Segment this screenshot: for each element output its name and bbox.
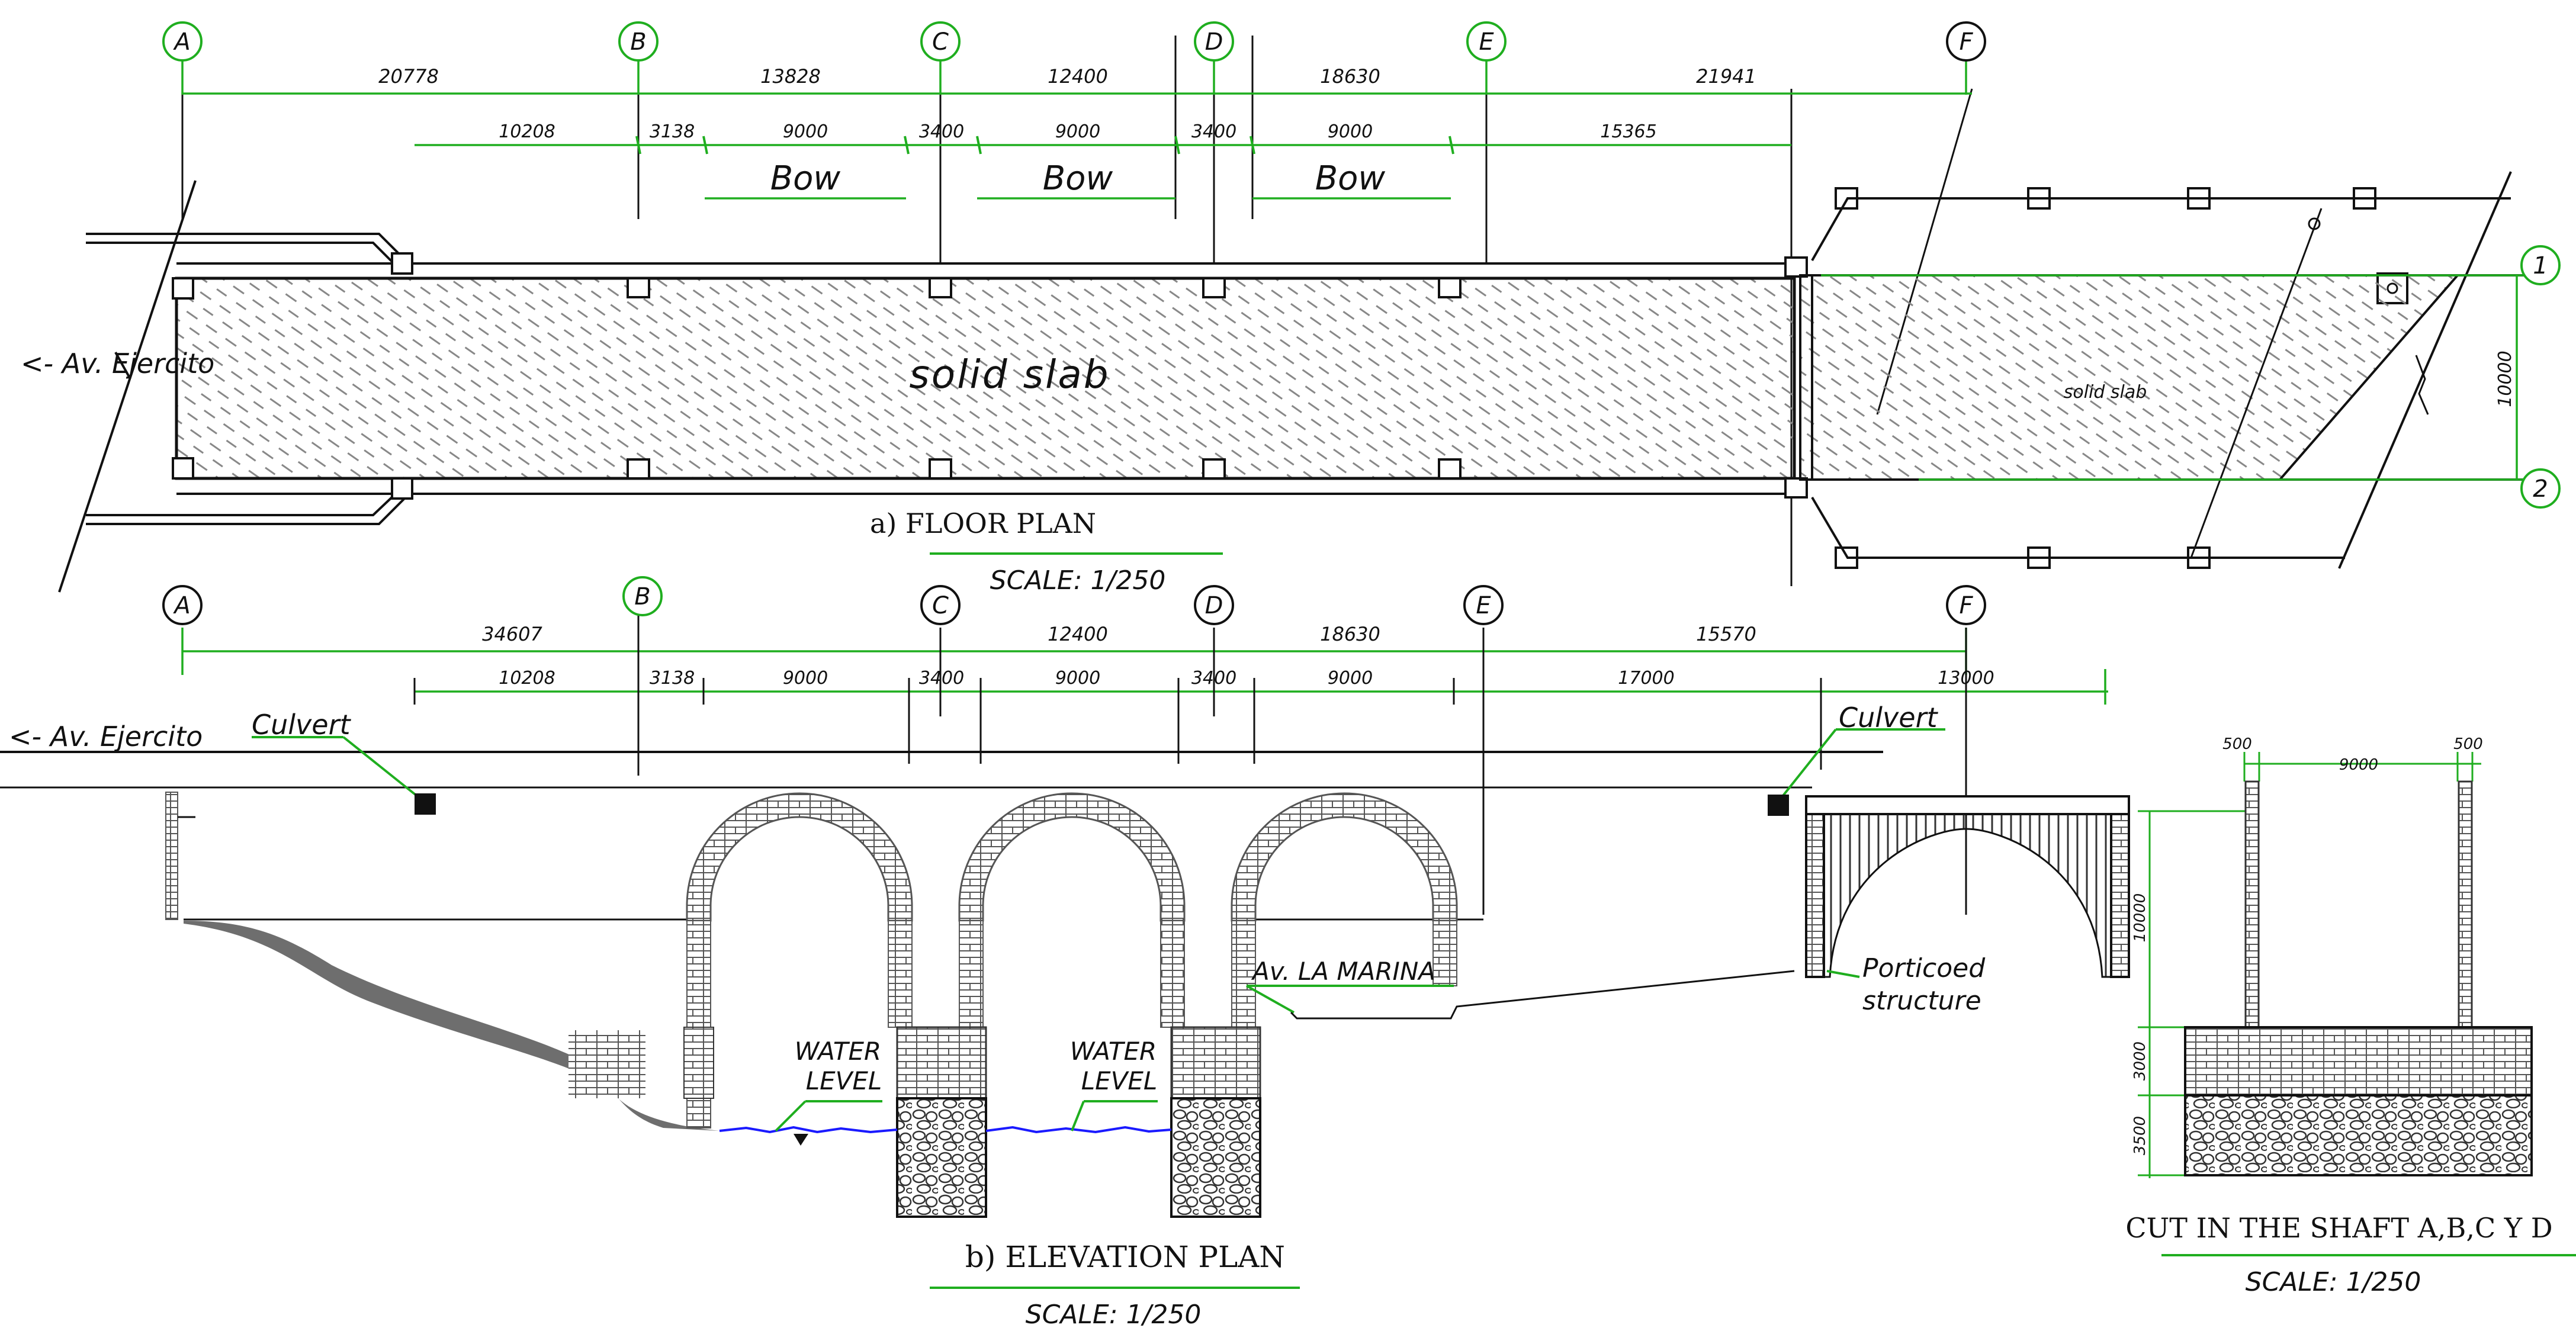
elevation-plan: A B C D E F	[0, 576, 2130, 1330]
dim-text: 10000	[2495, 351, 2516, 407]
elevation-axis-lines	[413, 616, 1967, 915]
dim-text: 15570	[1696, 623, 1756, 645]
ground-slope	[184, 921, 720, 1131]
dim-text: 9000	[1055, 668, 1100, 689]
dim-text: 10000	[2131, 893, 2149, 943]
floor-dim-ticks	[635, 136, 1454, 155]
dim-text: 9000	[1328, 668, 1373, 689]
dim-text: 9000	[783, 668, 828, 689]
dim-text: 3000	[2131, 1041, 2149, 1081]
dim-text: 500	[2222, 735, 2252, 753]
floor-plan: A B C D E F 1 2 20778 13828 12400 18630 …	[21, 21, 2561, 596]
dim-text: 500	[2453, 735, 2483, 753]
dim-text: 3500	[2131, 1116, 2149, 1155]
porticoed-structure	[1805, 795, 2130, 978]
dim-text: 10208	[499, 668, 555, 689]
dim-text: 9000	[1328, 121, 1373, 142]
culvert-left	[415, 793, 436, 815]
dim-text: 3138	[650, 121, 695, 142]
row-label: 2	[2533, 475, 2548, 503]
floor-dimension-texts: 20778 13828 12400 18630 21941 10208 3138…	[378, 65, 2516, 407]
porticoed-label: structure	[1862, 986, 1981, 1016]
dim-text: 3400	[919, 121, 964, 142]
porticoed-label: Porticoed	[1862, 953, 1986, 983]
row-label: 1	[2533, 252, 2548, 279]
bow-label: Bow	[1043, 159, 1113, 198]
culvert-label: Culvert	[252, 709, 351, 741]
dim-text: 3400	[1191, 121, 1236, 142]
arches	[683, 792, 1458, 1218]
water-label: LEVEL	[1081, 1066, 1158, 1095]
skew-slab	[1799, 274, 2461, 481]
water-label: LEVEL	[806, 1066, 882, 1095]
axis-label: C	[932, 592, 949, 619]
floor-plan-title: a) FLOOR PLAN	[870, 507, 1096, 539]
dim-text: 12400	[1048, 623, 1108, 645]
marina-label: Av. LA MARINA	[1251, 957, 1435, 986]
bow-labels: Bow Bow Bow	[770, 159, 1386, 198]
bow-label: Bow	[1315, 159, 1386, 198]
shaft-cut: 500 9000 500 10000 3000 3500 CUT IN THE …	[2125, 735, 2576, 1297]
shaft-cut-scale: SCALE: 1/250	[2246, 1267, 2421, 1297]
axis-label: E	[1479, 28, 1494, 56]
main-slab-label: solid slab	[909, 352, 1110, 397]
dim-text: 12400	[1048, 65, 1108, 88]
water-label: WATER	[795, 1037, 882, 1066]
axis-label: F	[1959, 28, 1973, 56]
dim-text: 9000	[1055, 121, 1100, 142]
dim-text: 3400	[1191, 668, 1236, 689]
dim-text: 18630	[1320, 623, 1380, 645]
elevation-plan-scale: SCALE: 1/250	[1026, 1300, 1202, 1330]
dim-text: 3400	[919, 668, 964, 689]
axis-label: B	[634, 583, 650, 610]
water-line	[719, 1126, 898, 1134]
axis-label: F	[1959, 592, 1973, 619]
dim-text: 17000	[1618, 668, 1674, 689]
axis-label: C	[932, 28, 949, 56]
axis-label: B	[630, 28, 646, 56]
bow-label: Bow	[770, 159, 841, 198]
dim-text: 10208	[499, 121, 555, 142]
floor-axis-bubbles: A B C D E F 1 2	[162, 21, 2561, 509]
elevation-plan-title: b) ELEVATION PLAN	[965, 1240, 1285, 1274]
axis-label: A	[172, 592, 190, 619]
shaft-cut-title: CUT IN THE SHAFT A,B,C Y D	[2125, 1212, 2552, 1244]
floor-plan-scale: SCALE: 1/250	[990, 565, 1166, 596]
dim-text: 15365	[1600, 121, 1656, 142]
dim-text: 21941	[1696, 65, 1756, 88]
dim-text: 18630	[1320, 65, 1380, 88]
dim-text: 13000	[1938, 668, 1994, 689]
dim-text: 3138	[650, 668, 695, 689]
axis-label: D	[1205, 592, 1223, 619]
dim-text: 9000	[783, 121, 828, 142]
elevation-dimension-lines	[181, 628, 2108, 705]
dim-text: 13828	[760, 65, 821, 88]
elevation-axis-bubbles: A B C D E F	[162, 576, 1986, 625]
avenue-label: <- Av. Ejercito	[21, 348, 214, 380]
dim-text: 9000	[2339, 756, 2378, 774]
dim-text: 20778	[378, 65, 439, 88]
axis-label: D	[1205, 28, 1223, 56]
axis-label: A	[172, 28, 190, 56]
culvert-right	[1768, 795, 1789, 816]
shaft-dimension-lines	[2138, 752, 2481, 1178]
water-label: WATER	[1070, 1037, 1157, 1066]
elevation-avenue-label: <- Av. Ejercito	[9, 721, 203, 753]
skew-slab-label: solid slab	[2064, 382, 2147, 403]
axis-label: E	[1476, 592, 1491, 619]
main-slab	[175, 276, 1796, 480]
dim-text: 34607	[482, 623, 542, 645]
elevation-dimension-texts: 34607 12400 18630 15570 10208 3138 9000 …	[482, 623, 1994, 689]
